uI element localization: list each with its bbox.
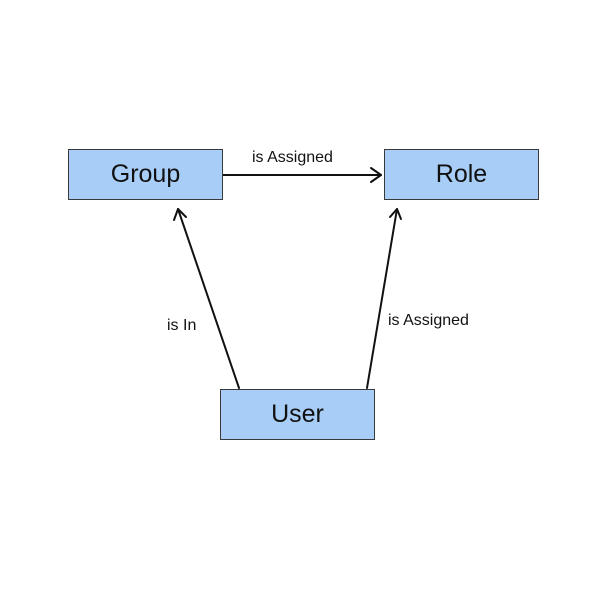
edge-label-user-to-group: is In (167, 317, 197, 334)
arrowhead-role-left (370, 167, 382, 183)
edge-user-to-group (177, 208, 240, 389)
arrowhead-role-bottom (389, 208, 402, 220)
edge-label-group-to-role: is Assigned (252, 149, 333, 166)
node-group: Group (68, 149, 223, 200)
node-role: Role (384, 149, 539, 200)
edge-label-user-to-role: is Assigned (388, 312, 469, 329)
node-role-label: Role (435, 160, 488, 188)
arrowhead-group-bottom (173, 208, 187, 221)
edge-user-to-role (366, 208, 398, 389)
node-group-label: Group (110, 160, 181, 188)
node-user: User (220, 389, 375, 440)
node-user-label: User (271, 400, 324, 428)
